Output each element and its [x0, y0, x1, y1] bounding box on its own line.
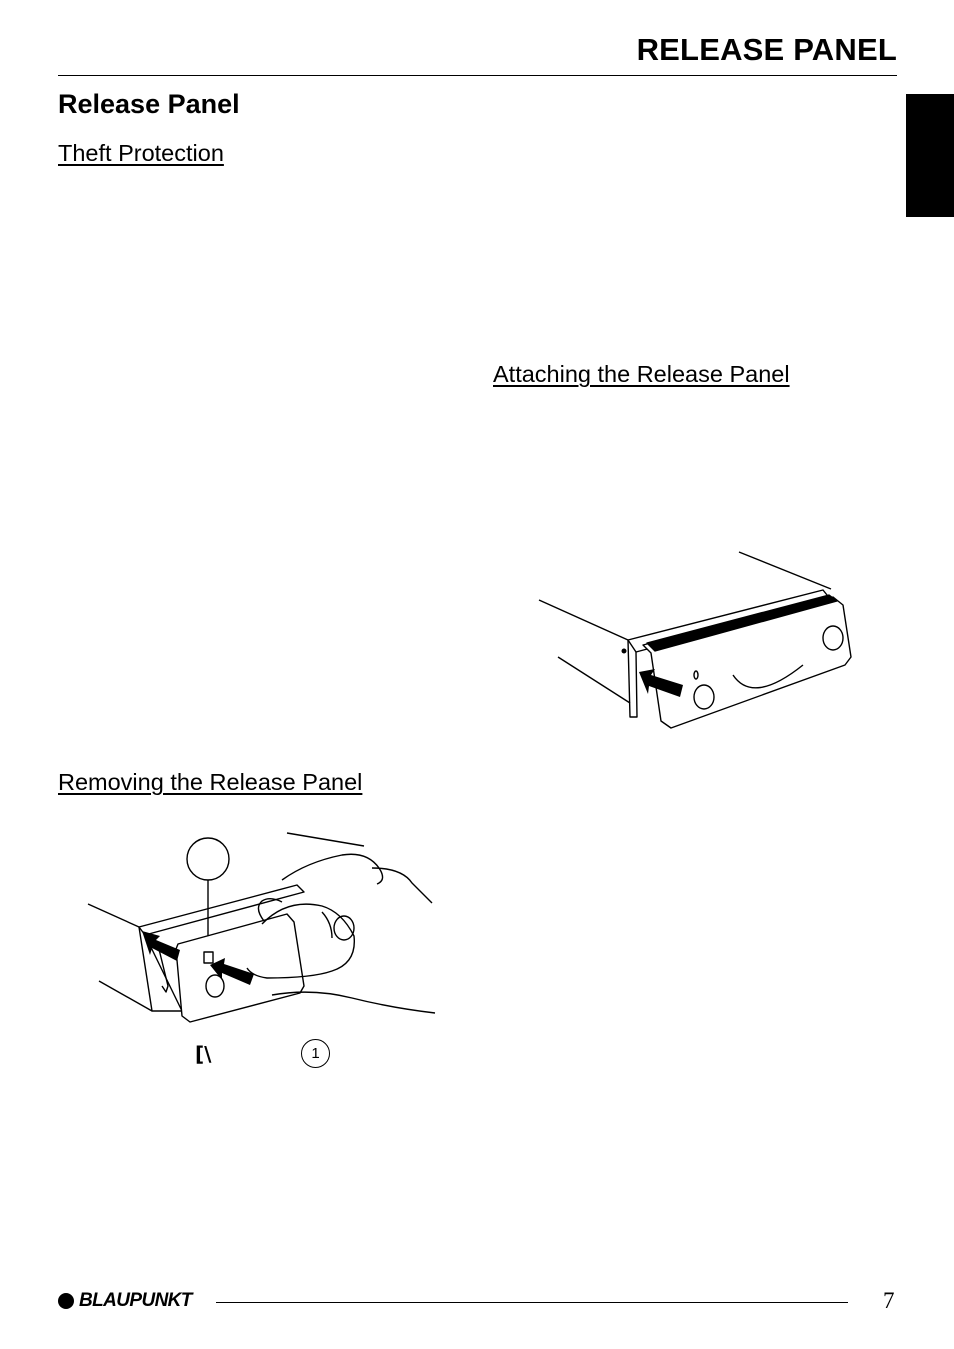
key-symbol: [\	[195, 1042, 212, 1066]
section-title: Release Panel	[58, 89, 240, 119]
callout-number: 1	[301, 1039, 330, 1068]
subheading-theft-protection: Theft Protection	[58, 140, 224, 166]
brand-logo-icon	[58, 1293, 74, 1309]
page-number: 7	[883, 1288, 895, 1313]
attach-panel-illustration	[538, 551, 852, 729]
page-header-title: RELEASE PANEL	[636, 32, 897, 67]
footer-divider	[216, 1302, 848, 1303]
remove-panel-illustration	[87, 832, 436, 1023]
header-divider	[58, 75, 897, 76]
subheading-attaching-panel: Attaching the Release Panel	[493, 361, 790, 387]
brand-logo: BLAUPUNKT	[79, 1290, 192, 1311]
section-tab-marker	[906, 94, 954, 217]
subheading-removing-panel: Removing the Release Panel	[58, 769, 363, 795]
